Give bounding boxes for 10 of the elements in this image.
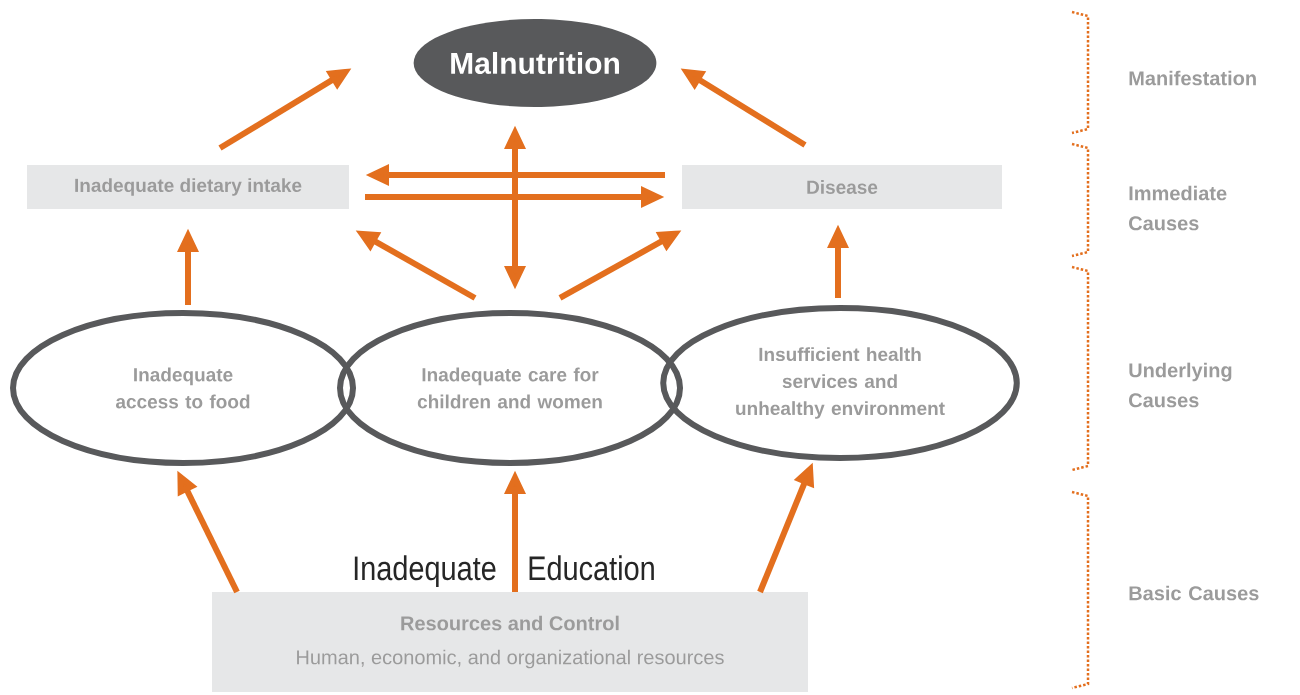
factor-label: Education bbox=[529, 555, 654, 581]
factor-label: Inadequate bbox=[354, 555, 496, 588]
cause-box: Disease bbox=[682, 165, 1002, 209]
level-label: Manifestation bbox=[1129, 70, 1256, 86]
level-label: Basic Causes bbox=[1129, 585, 1259, 601]
level-label: Underlying Causes bbox=[1129, 362, 1232, 408]
cause-box: Inadequate dietary intake bbox=[27, 165, 349, 209]
level-label: Immediate Causes bbox=[1129, 185, 1227, 231]
resource-box: Resources and Control Human, economic, and organizational resources bbox=[212, 592, 808, 692]
oval: Malnutrition bbox=[413, 19, 657, 107]
